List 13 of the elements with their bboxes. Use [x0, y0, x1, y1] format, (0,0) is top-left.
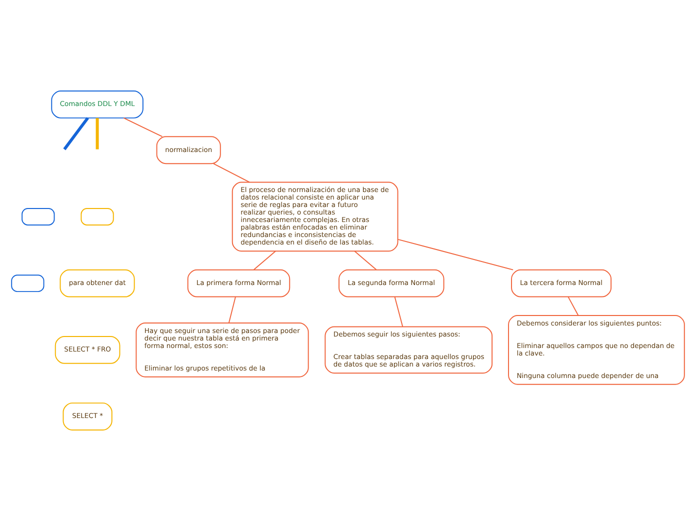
connector — [398, 238, 514, 270]
connector — [253, 250, 276, 270]
node-box — [22, 208, 55, 225]
connector — [394, 296, 404, 327]
connector — [228, 296, 236, 323]
connector — [354, 250, 377, 270]
connector — [123, 117, 163, 137]
connector — [568, 296, 579, 316]
connector — [96, 117, 99, 149]
connector — [63, 116, 89, 150]
node-box — [80, 208, 114, 225]
node-box — [11, 274, 44, 292]
connector — [213, 162, 250, 182]
